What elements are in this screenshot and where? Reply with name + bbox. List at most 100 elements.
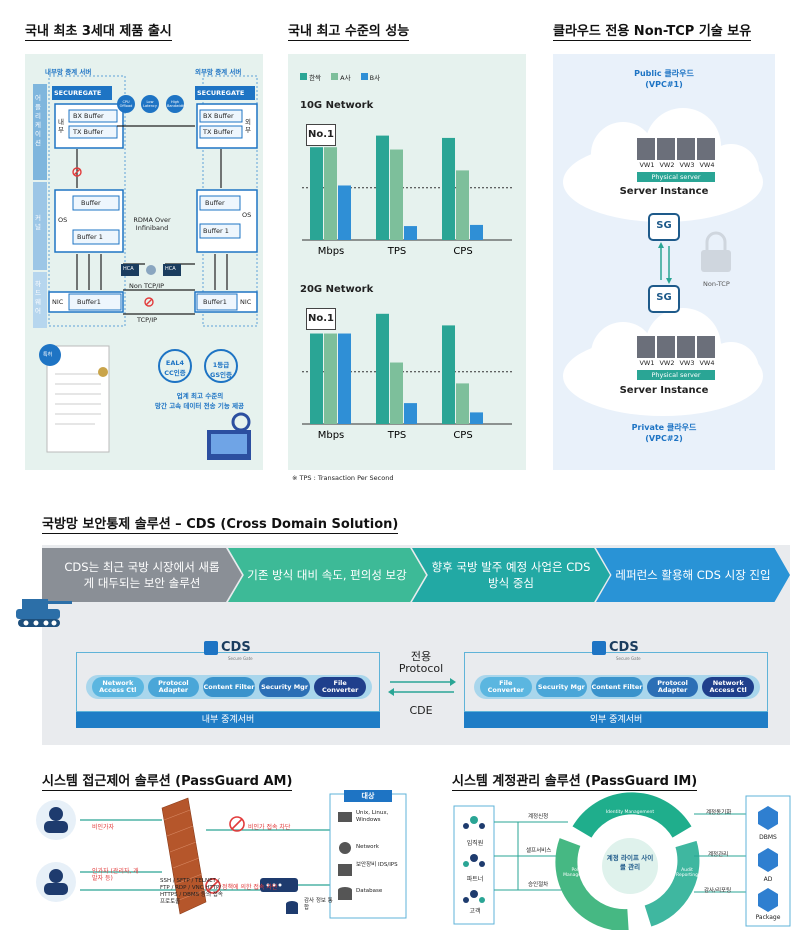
left-seg-protocol-adapter: Protocol Adapter xyxy=(147,677,200,697)
passguard-im-diagram xyxy=(453,792,791,930)
architecture-diagram xyxy=(33,75,258,460)
private-physical-server: Physical server xyxy=(651,371,701,379)
bar-tps-2 xyxy=(404,403,417,424)
bar-tps-0 xyxy=(376,135,389,240)
section-title-passguard-am: 시스템 접근제어 솔루션 (PassGuard AM) xyxy=(42,770,293,791)
public-cloud-title: Public 클라우드 xyxy=(634,69,694,78)
right-seg-file-converter: File Converter xyxy=(480,677,532,697)
am-user-unauthorized: 비인가자 xyxy=(92,824,115,831)
bar-tps-0 xyxy=(376,313,389,424)
right-hca: HCA xyxy=(165,266,176,272)
category-label: CPS xyxy=(453,246,472,257)
bar-mbps-1 xyxy=(324,333,337,424)
right-seg-content-filter: Content Filter xyxy=(591,677,643,697)
layer-hardware: 하드웨어 xyxy=(35,280,41,315)
private-vm-row: VW1 VW2 VW3 VW4 xyxy=(637,359,717,367)
vm-label: VW2 xyxy=(659,359,675,367)
protocol-label-2: Protocol xyxy=(398,662,444,675)
am-target-title: 대상 xyxy=(361,792,375,800)
right-nic: NIC xyxy=(240,298,252,306)
cds-logo-sub-left: Secure Gate xyxy=(228,656,253,661)
cds-left-pipeline: Network Access Ctl Protocol Adapter Cont… xyxy=(86,675,372,699)
tagline-line1: 업계 최고 수준의 xyxy=(176,392,224,400)
bar-cps-1 xyxy=(456,170,469,240)
rdma-label: RDMA Over Infiniband xyxy=(133,216,171,232)
bar-cps-0 xyxy=(442,137,455,240)
category-label: CPS xyxy=(453,430,472,441)
am-protocol-list: SSH / SFTP / TELNET / FTP / RDP / VNC HT… xyxy=(160,878,223,905)
public-cloud-sub: (VPC#1) xyxy=(645,80,683,89)
legend-item: B사 xyxy=(360,72,380,82)
cds-right-pipeline: File Converter Security Mgr Content Filt… xyxy=(474,675,760,699)
sg-public: SG xyxy=(656,220,672,231)
right-bx-buffer: BX Buffer xyxy=(203,112,234,120)
category-label: TPS xyxy=(387,246,407,257)
layer-application: 어플리케이션 xyxy=(35,94,41,147)
cloud-panel: Public 클라우드 (VPC#1) VW1 VW2 VW3 VW4 Phys… xyxy=(553,54,775,470)
am-user-authorized: 인가자 (관리자, 개발자 등) xyxy=(92,868,139,882)
outer-label: 외부 xyxy=(245,118,251,134)
cds-logo-right: CDS xyxy=(592,640,639,655)
bar-mbps-2 xyxy=(338,185,351,240)
left-os: OS xyxy=(58,216,68,224)
im-flow-audit: 감사/리포팅 xyxy=(704,888,732,894)
chart1-title: 10G Network xyxy=(300,100,374,111)
bar-tps-2 xyxy=(404,226,417,240)
im-flow-sync: 계정동기화 xyxy=(706,810,732,816)
right-logo: SECUREGATE xyxy=(197,89,245,97)
left-seg-content-filter: Content Filter xyxy=(203,677,255,697)
no1-badge-20g: No.1 xyxy=(306,308,336,330)
bar-cps-2 xyxy=(470,224,483,240)
right-server-label: 외부망 중계 서버 xyxy=(195,68,242,76)
bar-tps-1 xyxy=(390,362,403,424)
private-cloud-title: Private 클라우드 xyxy=(631,423,697,432)
bar-cps-0 xyxy=(442,325,455,424)
chart2-title: 20G Network xyxy=(300,284,374,295)
category-label: TPS xyxy=(387,430,407,441)
cds-logo-icon xyxy=(204,640,218,655)
tagline-line2: 망간 고속 데이터 전송 기능 제공 xyxy=(154,402,245,410)
cds-step-2: 기존 방식 대비 속도, 편의성 보강 xyxy=(228,548,426,602)
right-os: OS xyxy=(242,211,252,219)
im-target-ad: AD xyxy=(763,876,773,883)
cds-outer-frame xyxy=(464,652,768,712)
left-server-label: 내부망 중계 서버 xyxy=(45,68,92,76)
left-seg-file-converter: File Converter xyxy=(314,677,366,697)
left-buffer: Buffer xyxy=(81,199,101,207)
im-target-dbms: DBMS xyxy=(759,834,777,841)
left-nic: NIC xyxy=(52,298,64,306)
vm-label: VW1 xyxy=(639,359,655,367)
perf-legend: 한싹 A사 B사 xyxy=(300,72,380,82)
cds-outer-label: 외부 중계서버 xyxy=(464,712,768,728)
vm-label: VW3 xyxy=(679,359,695,367)
am-target-unix: Unix, Linux, Windows xyxy=(356,810,389,823)
legend-item: 한싹 xyxy=(300,72,321,82)
no1-badge-10g: No.1 xyxy=(306,124,336,146)
im-cycle-policy: Policy Management xyxy=(563,868,593,878)
layer-kernel: 커널 xyxy=(35,214,41,231)
left-nic-buffer: Buffer1 xyxy=(77,298,101,306)
badge-cpu-offload: CPU Offload xyxy=(119,100,133,108)
right-seg-protocol-adapter: Protocol Adapter xyxy=(646,677,699,697)
patent-badge: 특허 xyxy=(43,352,53,358)
non-tcp-label: Non TCP/IP xyxy=(129,282,165,290)
tcp-label: TCP/IP xyxy=(137,316,158,324)
im-user-staff: 임직원 xyxy=(466,840,484,847)
im-flow-request: 계정신청 xyxy=(528,814,549,820)
vm-label: VW1 xyxy=(639,161,655,169)
bar-tps-1 xyxy=(390,149,403,240)
am-block-unauthorized: 비인가 접속 차단 xyxy=(248,824,291,831)
inner-label: 내부 xyxy=(58,118,64,134)
bar-mbps-1 xyxy=(324,147,337,240)
right-buffer1: Buffer 1 xyxy=(203,227,229,235)
cds-logo-icon xyxy=(592,640,606,655)
im-flow-manage: 계정관리 xyxy=(708,852,729,858)
am-target-security: 보안장비 IDS/IPS xyxy=(356,862,398,868)
left-seg-security-mgr: Security Mgr xyxy=(258,677,311,697)
cds-logo-text: CDS xyxy=(221,640,251,655)
cert-gs: 1등급 GS인증 xyxy=(210,361,232,379)
private-cloud-sub: (VPC#2) xyxy=(645,434,683,443)
section-title-product: 국내 최초 3세대 제품 출시 xyxy=(25,20,172,41)
bar-mbps-0 xyxy=(310,147,323,240)
